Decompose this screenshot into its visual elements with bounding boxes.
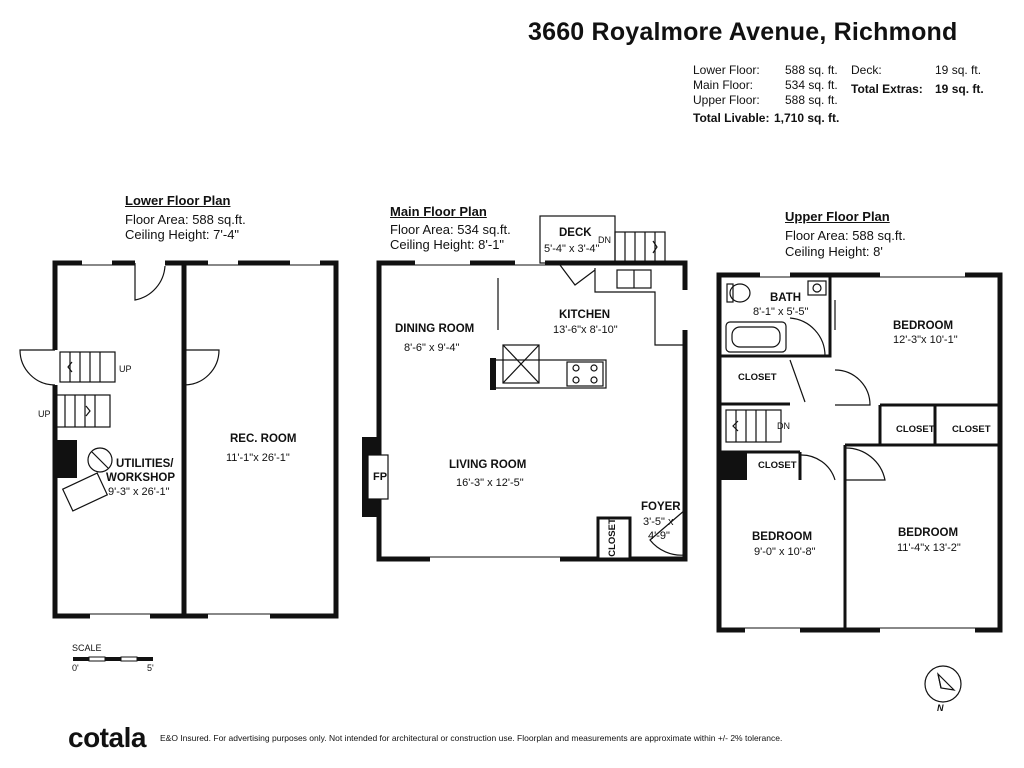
lower-outer-wall	[52, 260, 339, 619]
scale-label: SCALE	[72, 643, 102, 653]
summary-lower-value: 588 sq. ft.	[785, 63, 838, 77]
compass-north-label: N	[937, 703, 944, 713]
bedroom-3-dimensions: 11'-4"x 13'-2"	[897, 542, 961, 554]
main-stair-down-label: DN	[598, 235, 611, 245]
page-title: 3660 Royalmore Avenue, Richmond	[528, 18, 958, 46]
upper-ceiling-height: Ceiling Height: 8'	[785, 244, 883, 259]
lower-stair-up-label: UP	[119, 364, 132, 374]
summary-extras-value: 19 sq. ft.	[935, 82, 984, 96]
bath-label: BATH	[770, 292, 802, 304]
foyer-label: FOYER	[641, 501, 681, 513]
summary-deck-label: Deck:	[851, 63, 882, 77]
bedroom-2-label: BEDROOM	[752, 531, 813, 543]
deck-dimensions: 5'-4" x 3'-4"	[544, 243, 600, 255]
upper-closet-4-label: CLOSET	[758, 460, 797, 471]
upper-closet-1-label: CLOSET	[738, 372, 777, 383]
fireplace-label: FP	[373, 471, 388, 483]
scale-start-label: 0'	[72, 663, 79, 673]
upper-stair-down-label: DN	[777, 421, 790, 431]
bedroom-3-label: BEDROOM	[898, 527, 959, 539]
upper-floor-area: Floor Area: 588 sq.ft.	[785, 228, 906, 243]
scale-bar	[73, 656, 153, 662]
bedroom-1-label: BEDROOM	[893, 320, 954, 332]
lower-stair-up-label-2: UP	[38, 409, 51, 419]
main-floor-area: Floor Area: 534 sq.ft.	[390, 222, 511, 237]
scale-end-label: 5'	[147, 663, 154, 673]
lower-entry-door	[134, 263, 166, 301]
upper-closet-3-label: CLOSET	[952, 424, 991, 435]
lower-ceiling-height: Ceiling Height: 7'-4"	[125, 227, 240, 242]
lower-floor-area: Floor Area: 588 sq.ft.	[125, 212, 246, 227]
lower-exterior-door	[19, 349, 56, 386]
upper-plan-heading: Upper Floor Plan	[785, 209, 890, 224]
compass-icon	[924, 665, 962, 703]
dining-room-dimensions: 8'-6" x 9'-4"	[404, 342, 460, 354]
workshop-label: WORKSHOP	[106, 472, 175, 484]
summary-extras-label: Total Extras:	[851, 82, 923, 96]
summary-total-label: Total Livable:	[693, 111, 770, 125]
foyer-closet-label: CLOSET	[606, 518, 618, 557]
summary-main-label: Main Floor:	[693, 78, 754, 92]
disclaimer-text: E&O Insured. For advertising purposes on…	[160, 733, 783, 743]
lower-rec-door	[183, 349, 220, 386]
bedroom-1-dimensions: 12'-3"x 10'-1"	[893, 334, 958, 346]
summary-upper-value: 588 sq. ft.	[785, 93, 838, 107]
brand-logo: cotala	[68, 722, 146, 753]
living-room-label: LIVING ROOM	[449, 459, 527, 471]
kitchen-dimensions: 13'-6"x 8'-10"	[553, 324, 618, 336]
main-ceiling-height: Ceiling Height: 8'-1"	[390, 237, 505, 252]
kitchen-label: KITCHEN	[559, 309, 611, 321]
rec-room-label: REC. ROOM	[230, 433, 297, 445]
main-outer-wall	[376, 260, 688, 562]
utilities-dimensions: 9'-3" x 26'-1"	[108, 486, 170, 498]
rec-room-dimensions: 11'-1"x 26'-1"	[226, 452, 290, 464]
dining-room-label: DINING ROOM	[395, 323, 475, 335]
summary-lower-label: Lower Floor:	[693, 63, 760, 77]
lower-plan-heading: Lower Floor Plan	[125, 193, 231, 208]
foyer-dimensions-1: 3'-5" x	[643, 516, 674, 528]
bath-dimensions: 8'-1" x 5'-5"	[753, 306, 809, 318]
living-room-dimensions: 16'-3" x 12'-5"	[456, 477, 524, 489]
summary-deck-value: 19 sq. ft.	[935, 63, 982, 77]
main-plan-heading: Main Floor Plan	[390, 204, 487, 219]
deck-label: DECK	[559, 227, 592, 239]
upper-closet-2-label: CLOSET	[896, 424, 935, 435]
summary-total-value: 1,710 sq. ft.	[774, 111, 840, 125]
foyer-dimensions-2: 4'-9"	[648, 530, 670, 542]
summary-main-value: 534 sq. ft.	[785, 78, 838, 92]
summary-upper-label: Upper Floor:	[693, 93, 760, 107]
bedroom-2-dimensions: 9'-0" x 10'-8"	[754, 546, 816, 558]
utilities-label: UTILITIES/	[116, 458, 174, 470]
